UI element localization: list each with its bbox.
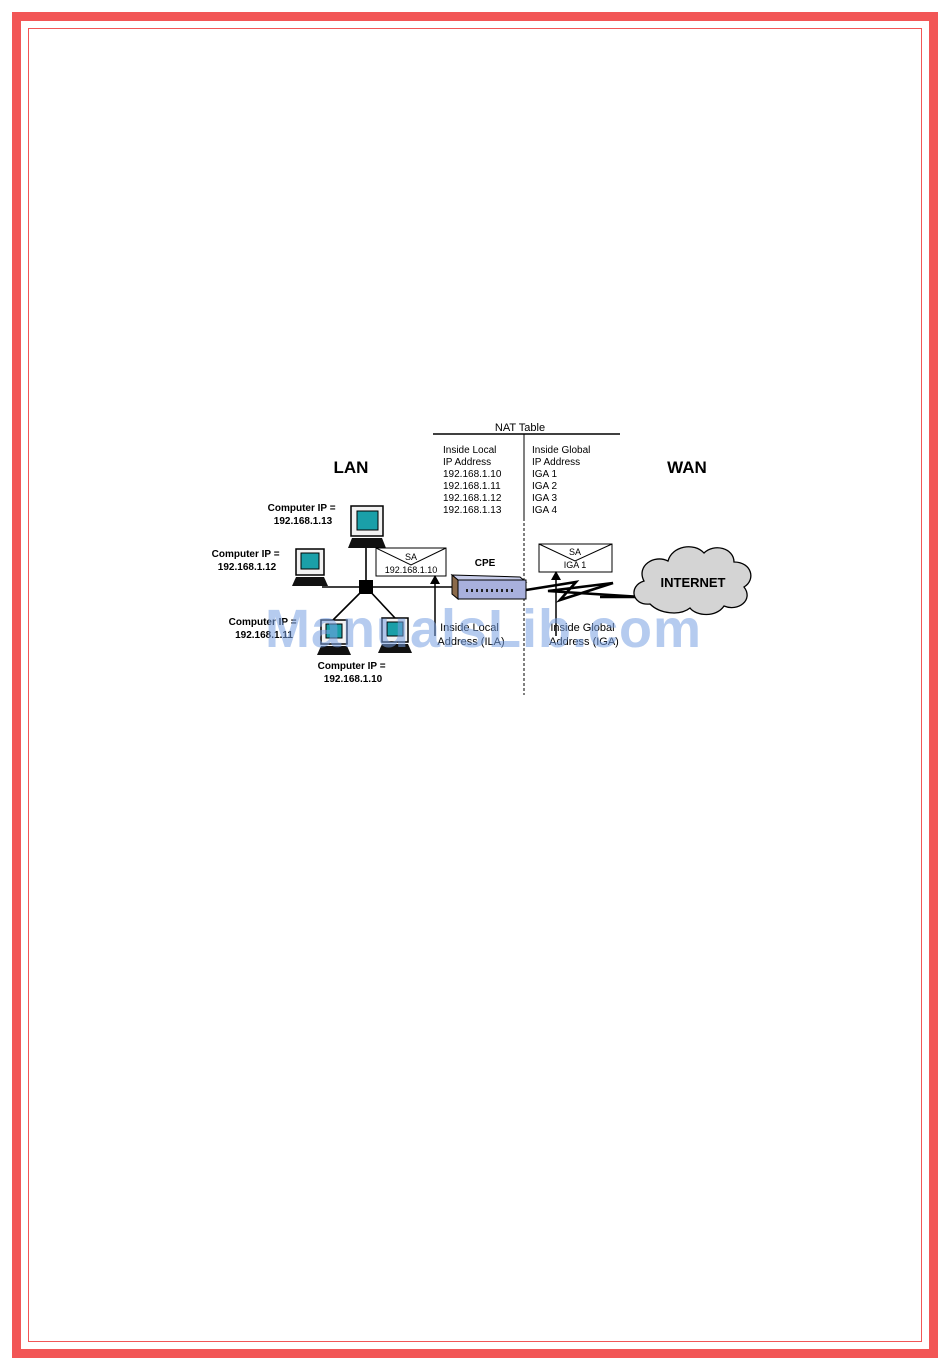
internet-cloud-icon (633, 546, 752, 616)
nat-local-row: 192.168.1.12 (443, 493, 502, 504)
internet-label: INTERNET (661, 575, 726, 590)
nat-local-row: 192.168.1.10 (443, 469, 502, 480)
packet-wan-header: SA (569, 547, 581, 557)
computer-13-icon (348, 505, 386, 548)
nat-local-row: 192.168.1.13 (443, 505, 502, 516)
nat-table-title: NAT Table (495, 422, 545, 434)
nat-global-column: Inside Global IP Address IGA 1 IGA 2 IGA… (532, 445, 590, 516)
frame-bottom (12, 1349, 938, 1358)
ila-label: Inside Local Address (ILA) (437, 622, 504, 648)
wan-link (525, 580, 641, 603)
nat-local-row: IP Address (443, 457, 491, 468)
nat-global-row: IGA 3 (532, 493, 557, 504)
frame-left (12, 12, 21, 1358)
frame-top (12, 12, 938, 21)
computer-11-label: Computer IP = 192.168.1.11 (229, 617, 300, 641)
computer-11-icon (317, 619, 351, 655)
nat-global-row: IGA 1 (532, 469, 557, 480)
packet-wan-value: IGA 1 (564, 560, 587, 570)
ila-arrowhead (430, 575, 440, 584)
packet-lan-envelope: SA 192.168.1.10 (375, 547, 447, 577)
iga-arrowhead (551, 571, 561, 580)
watermark-logo: ManualsLib.com (265, 599, 703, 659)
cpe-router-icon (450, 573, 528, 601)
computer-12-label: Computer IP = 192.168.1.12 (212, 549, 283, 573)
packet-lan-value: 192.168.1.10 (385, 565, 438, 575)
computer-12-icon (292, 548, 328, 586)
packet-wan-envelope: SA IGA 1 (538, 543, 613, 573)
iga-label: Inside Global Address (IGA) (549, 622, 619, 648)
nat-global-row: IGA 2 (532, 481, 557, 492)
cpe-label: CPE (475, 558, 496, 569)
hub-icon (359, 580, 373, 594)
nat-global-row: Inside Global (532, 445, 590, 456)
computer-13-label: Computer IP = 192.168.1.13 (268, 503, 339, 527)
lan-label: LAN (334, 458, 369, 477)
nat-global-row: IGA 4 (532, 505, 557, 516)
frame-inner-border (28, 28, 922, 1342)
nat-global-row: IP Address (532, 457, 580, 468)
computer-10-label: Computer IP = 192.168.1.10 (318, 661, 389, 685)
nat-local-column: Inside Local IP Address 192.168.1.10 192… (443, 445, 502, 516)
nat-local-row: 192.168.1.11 (443, 481, 501, 492)
wan-label: WAN (667, 458, 707, 477)
computer-10-icon (378, 617, 412, 653)
packet-lan-header: SA (405, 552, 417, 562)
nat-local-row: Inside Local (443, 445, 496, 456)
frame-right (929, 12, 938, 1358)
